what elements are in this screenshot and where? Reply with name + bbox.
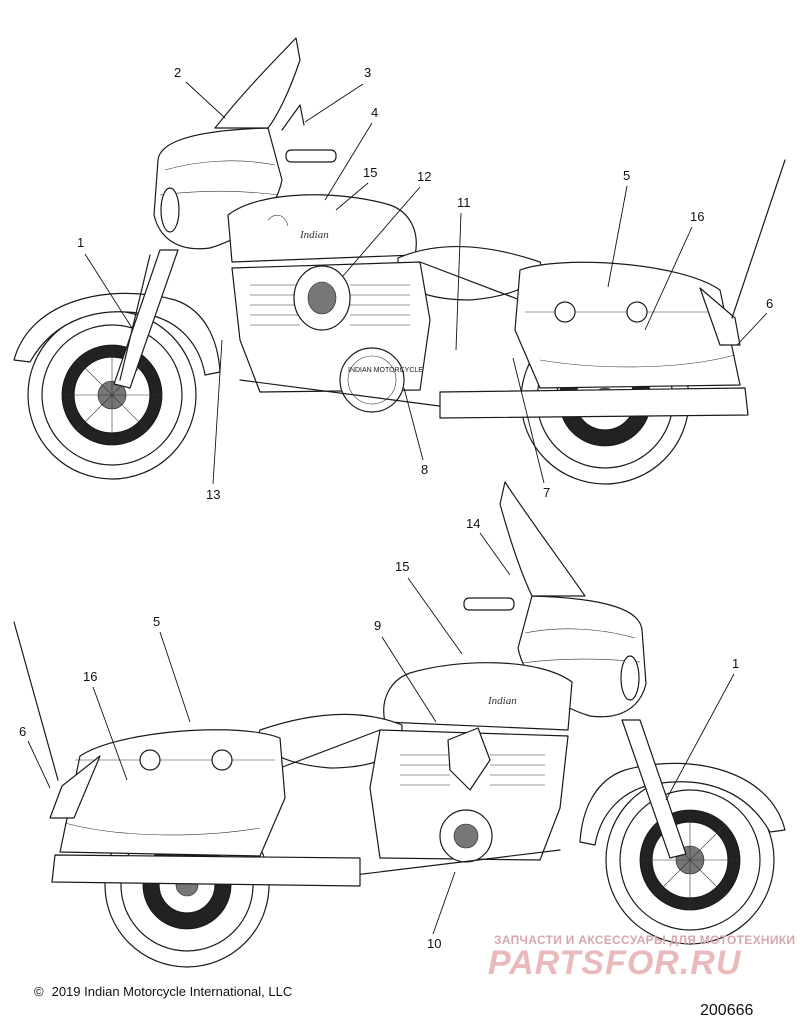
motorcycle-right-side-view: Indian xyxy=(13,481,786,968)
document-number: 200666 xyxy=(700,1002,754,1019)
callout-label: 6 xyxy=(19,724,26,739)
callout-label: 16 xyxy=(690,209,704,224)
callout-label: 11 xyxy=(457,195,471,210)
callout-label: 4 xyxy=(371,105,378,120)
watermark-tagline: ЗАПЧАСТИ И АКСЕССУАРЫ ДЛЯ МОТОТЕХНИКИ xyxy=(494,933,796,947)
copyright-symbol: © xyxy=(34,984,44,999)
callout-label: 15 xyxy=(363,165,377,180)
clutch-cover-decal: INDIAN MOTORCYCLE xyxy=(348,367,423,374)
callout-label: 9 xyxy=(374,618,381,633)
callout-label: 8 xyxy=(421,462,428,477)
callout-group: 2 3 4 15 12 11 5 16 1 6 13 8 7 14 15 9 5 xyxy=(19,65,773,951)
front-wheel-top xyxy=(27,310,197,480)
callout-label: 5 xyxy=(623,168,630,183)
windshield-bottom xyxy=(499,481,586,597)
front-wheel-bottom xyxy=(605,775,775,945)
callout-label: 14 xyxy=(466,516,480,531)
callout-label: 7 xyxy=(543,485,550,500)
fuel-tank-bottom xyxy=(383,662,573,731)
callout-label: 15 xyxy=(395,559,409,574)
saddlebag-bottom xyxy=(59,729,286,857)
watermark-brand: PARTSFOR.RU xyxy=(488,944,742,982)
tank-script-decal-bottom: Indian xyxy=(487,695,517,707)
callout-label: 5 xyxy=(153,614,160,629)
exhaust-bottom xyxy=(51,854,361,887)
callout-label: 10 xyxy=(427,936,441,951)
saddlebag-top xyxy=(514,261,741,389)
callout-label: 3 xyxy=(364,65,371,80)
exhaust-top xyxy=(439,387,749,419)
copyright-notice: © 2019 Indian Motorcycle International, L… xyxy=(34,984,292,999)
callout-label: 12 xyxy=(417,169,431,184)
callout-label: 13 xyxy=(206,487,220,502)
front-fender-bottom xyxy=(579,762,786,846)
engine-bottom xyxy=(369,727,569,863)
callout-label: 16 xyxy=(83,669,97,684)
callout-label: 6 xyxy=(766,296,773,311)
callout-label: 1 xyxy=(732,656,739,671)
tank-script-decal: Indian xyxy=(299,229,329,241)
engine-top: INDIAN MOTORCYCLE xyxy=(231,261,431,413)
copyright-text: 2019 Indian Motorcycle International, LL… xyxy=(51,984,293,999)
motorcycle-left-side-view: Indian INDIAN MOTORCYCLE xyxy=(13,37,786,485)
windshield-top xyxy=(214,37,301,129)
callout-label: 1 xyxy=(77,235,84,250)
callout-label: 2 xyxy=(174,65,181,80)
